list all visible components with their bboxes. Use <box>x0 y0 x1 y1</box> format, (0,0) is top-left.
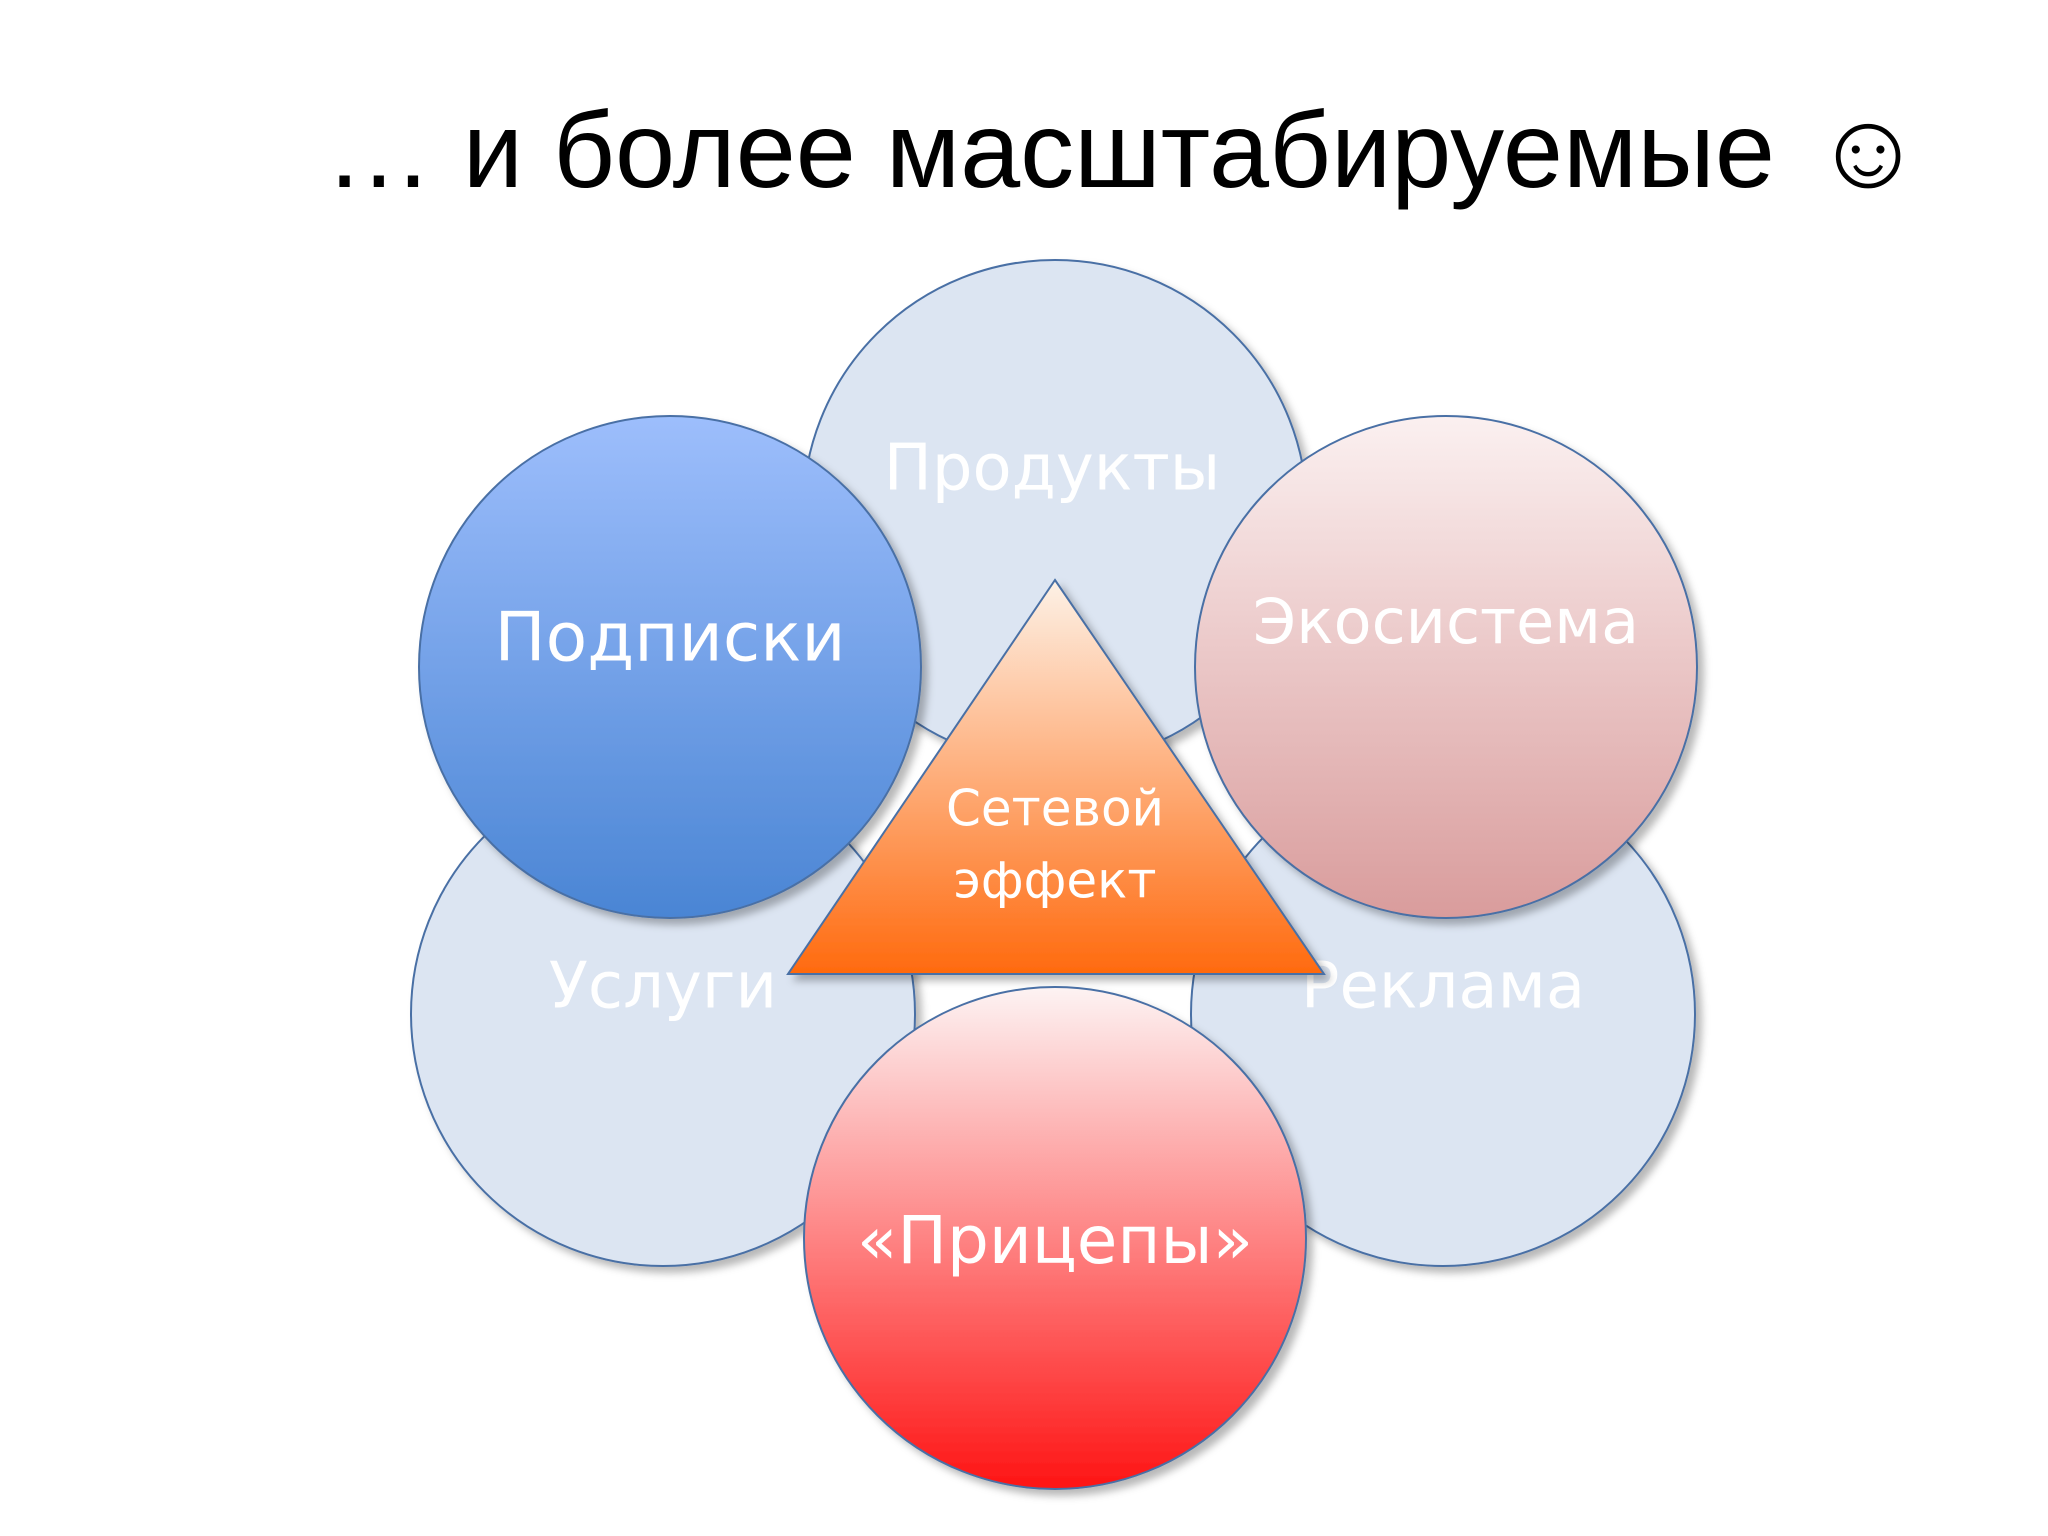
ads-label: Реклама <box>1301 950 1585 1024</box>
network-effect-triangle <box>786 578 1326 975</box>
products-label: Продукты <box>884 432 1221 506</box>
network-effect-node: Сетевой эффект <box>786 578 1326 975</box>
trailers-node: «Прицепы» <box>803 986 1307 1490</box>
network-effect-label-line1: Сетевой <box>946 780 1164 838</box>
slide-title: … и более масштабируемые ☺ <box>0 85 2048 215</box>
network-effect-label-line2: эффект <box>953 852 1156 910</box>
trailers-label: «Прицепы» <box>857 1202 1253 1279</box>
ecosystem-circle <box>1194 415 1698 919</box>
ecosystem-label: Экосистема <box>1253 585 1639 658</box>
slide-title-text: … и более масштабируемые <box>324 89 1775 210</box>
smiley-icon: ☺ <box>1812 89 1924 210</box>
trailers-circle <box>803 986 1307 1490</box>
services-label: Услуги <box>549 950 777 1024</box>
subscriptions-node: Подписки <box>418 415 922 919</box>
ads-node: Реклама <box>1190 761 1696 1267</box>
products-node: Продукты <box>802 259 1308 765</box>
subscriptions-label: Подписки <box>494 599 845 678</box>
subscriptions-circle <box>418 415 922 919</box>
ecosystem-node: Экосистема <box>1194 415 1698 919</box>
